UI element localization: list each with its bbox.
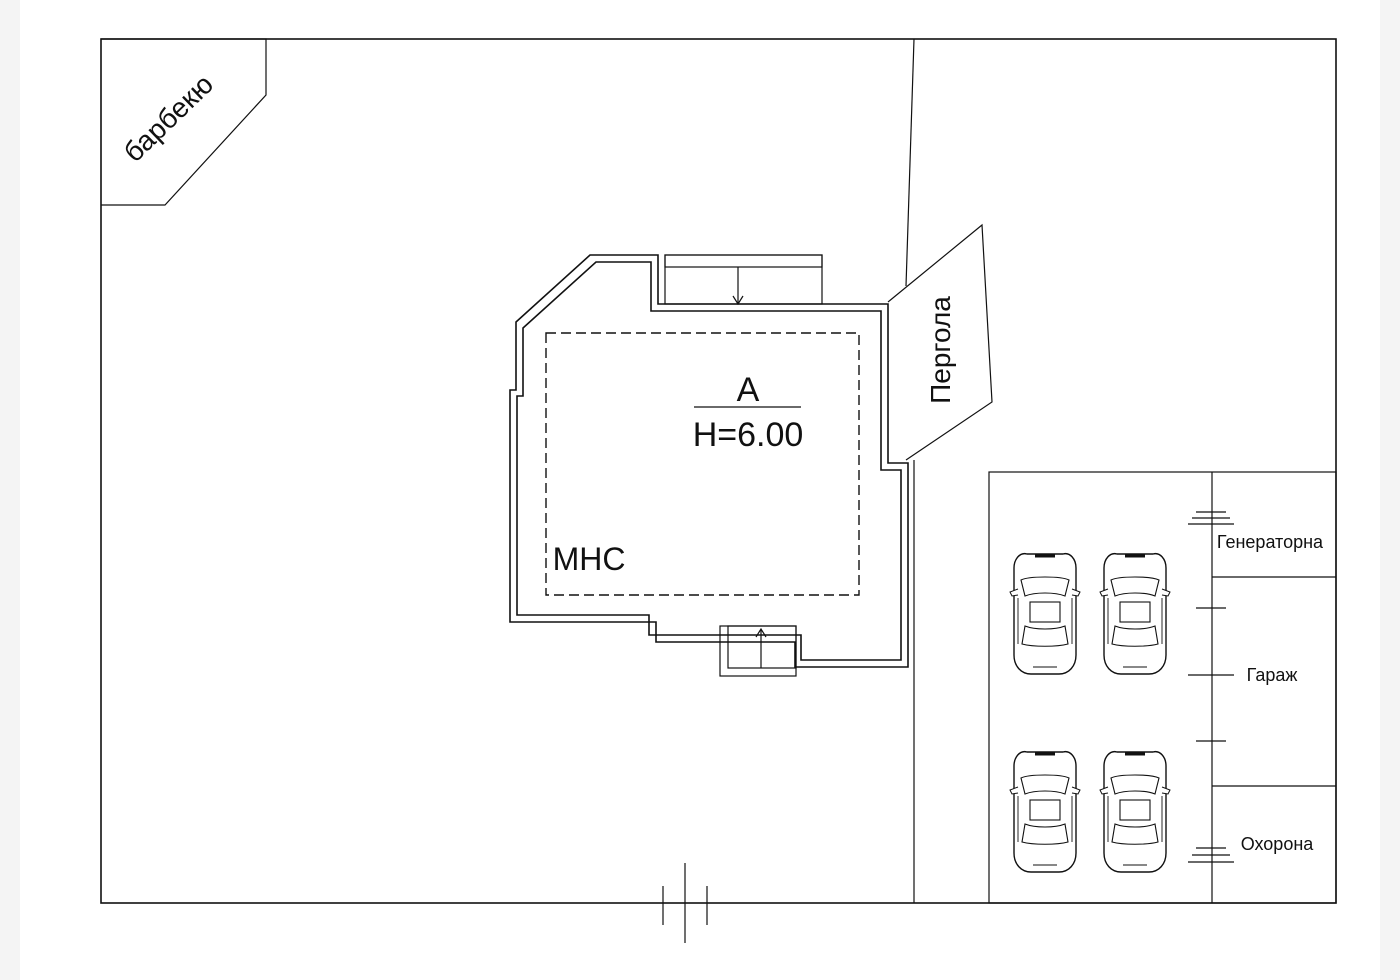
paper	[20, 0, 1380, 980]
north-entry-arrow-icon	[732, 267, 744, 306]
building-footprint-dashed	[545, 332, 860, 596]
car-top-view-icon	[1098, 552, 1172, 676]
car-top-view-icon	[1008, 750, 1082, 874]
building-height-label: H=6.00	[693, 416, 804, 454]
building-letter: А	[737, 371, 760, 409]
south-entry-arrow-icon	[755, 627, 767, 668]
generator-room-label: Генераторна	[1217, 532, 1324, 552]
generator-symbol	[1188, 511, 1234, 525]
site-divider-line	[905, 38, 915, 287]
security-symbol	[1188, 847, 1234, 863]
site-entrance-symbol	[662, 863, 708, 943]
mns-label: МНС	[553, 541, 626, 577]
garage-outline	[988, 471, 1337, 904]
garage-block: Генераторна Гараж Охорона	[988, 471, 1337, 904]
car-top-view-icon	[1008, 552, 1082, 676]
car-top-view-icon	[1098, 750, 1172, 874]
security-label: Охорона	[1241, 834, 1315, 854]
garage-label: Гараж	[1247, 665, 1298, 685]
site-boundary	[100, 38, 1337, 904]
pergola-zone: Пергола	[887, 223, 993, 461]
main-building: А H=6.00 МНС	[509, 254, 909, 677]
pergola-label: Пергола	[925, 296, 956, 404]
